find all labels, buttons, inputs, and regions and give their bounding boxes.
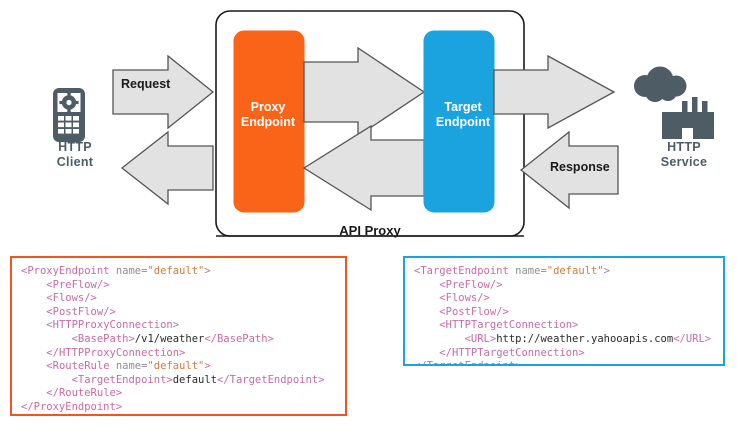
code-token-tag: <Flows/> xyxy=(46,292,97,305)
code-line: <TargetEndpoint name="default"> xyxy=(414,265,715,279)
target-endpoint-label: Target Endpoint xyxy=(425,100,501,130)
code-token-txt: default xyxy=(172,373,217,386)
proxy-to-target-arrow xyxy=(303,46,426,138)
http-service-label-line1: HTTP xyxy=(667,140,701,154)
proxy-endpoint-label-line2: Endpoint xyxy=(240,115,296,129)
code-token-txt xyxy=(21,306,46,318)
code-token-txt: http://weather.yahooapis.com xyxy=(496,332,674,345)
code-token-txt xyxy=(414,306,439,318)
code-token-attr: name= xyxy=(115,265,148,277)
factory-icon xyxy=(662,97,714,139)
code-token-tag: <TargetEndpoint> xyxy=(71,373,173,386)
code-token-txt xyxy=(21,292,46,304)
code-token-tag: <PostFlow/> xyxy=(46,305,116,318)
code-token-val: "default" xyxy=(147,360,205,373)
code-line: </TargetEndpoint> xyxy=(414,360,715,364)
code-line: <BasePath>/v1/weather</BasePath> xyxy=(21,333,337,347)
code-token-txt xyxy=(21,279,46,291)
code-token-txt xyxy=(414,279,439,291)
code-line: <RouteRule name="default"> xyxy=(21,360,337,374)
code-line: <PreFlow/> xyxy=(21,279,337,293)
code-token-tag: <RouteRule xyxy=(46,360,116,373)
code-token-tag: </TargetEndpoint> xyxy=(414,360,521,364)
code-line: <URL>http://weather.yahooapis.com</URL> xyxy=(414,333,715,347)
request-arrow xyxy=(112,54,215,130)
request-arrow-label: Request xyxy=(121,77,171,91)
target-to-proxy-arrow xyxy=(302,124,425,212)
code-token-tag: </ProxyEndpoint> xyxy=(21,400,123,413)
code-token-tag: <ProxyEndpoint xyxy=(21,265,116,277)
code-token-txt xyxy=(21,387,46,399)
code-token-txt xyxy=(414,347,439,359)
code-token-txt xyxy=(21,347,46,359)
code-token-txt xyxy=(21,360,46,372)
http-client-label-line1: HTTP xyxy=(58,140,92,154)
http-client-icon xyxy=(53,88,85,142)
code-line: <HTTPProxyConnection> xyxy=(21,319,337,333)
api-proxy-flow-svg xyxy=(53,10,714,237)
code-token-txt xyxy=(21,374,72,386)
proxy-endpoint-label-line1: Proxy xyxy=(250,100,286,114)
target-endpoint-xml-block: <TargetEndpoint name="default"> <PreFlow… xyxy=(403,256,725,366)
code-token-tag: <HTTPTargetConnection> xyxy=(439,319,579,332)
code-line: <Flows/> xyxy=(21,292,337,306)
code-token-txt xyxy=(414,333,465,345)
api-proxy-label: API Proxy xyxy=(339,223,401,238)
target-endpoint-label-line1: Target xyxy=(444,100,482,114)
target-endpoint-label-line2: Endpoint xyxy=(435,115,491,129)
code-line: <PostFlow/> xyxy=(414,306,715,320)
code-line: <ProxyEndpoint name="default"> xyxy=(21,265,337,279)
code-token-tag: </HTTPTargetConnection> xyxy=(439,346,585,359)
http-service-icon xyxy=(634,66,714,139)
code-token-txt xyxy=(414,319,439,331)
code-token-txt xyxy=(21,319,46,331)
code-token-tag: <Flows/> xyxy=(439,292,490,305)
code-line: <Flows/> xyxy=(414,292,715,306)
code-token-tag: </TargetEndpoint> xyxy=(217,373,325,386)
code-token-txt xyxy=(21,333,72,345)
response-arrow-left xyxy=(120,130,214,206)
code-token-val: "default" xyxy=(546,265,604,277)
code-token-tag: <TargetEndpoint xyxy=(414,265,516,277)
code-line: </HTTPTargetConnection> xyxy=(414,347,715,361)
code-line: <HTTPTargetConnection> xyxy=(414,319,715,333)
code-token-tag: <PostFlow/> xyxy=(439,305,509,318)
code-line: </HTTPProxyConnection> xyxy=(21,347,337,361)
code-line: </ProxyEndpoint> xyxy=(21,400,337,414)
code-token-tag: </RouteRule> xyxy=(46,387,123,400)
cloud-icon xyxy=(634,66,687,102)
code-line: <PostFlow/> xyxy=(21,306,337,320)
code-token-tag: > xyxy=(204,360,211,373)
http-client-label-line2: Client xyxy=(56,155,94,169)
target-to-service-arrow xyxy=(493,54,616,130)
proxy-endpoint-xml-block: <ProxyEndpoint name="default"> <PreFlow/… xyxy=(10,256,347,416)
code-token-tag: > xyxy=(603,265,610,277)
code-token-tag: </BasePath> xyxy=(204,332,274,345)
code-token-attr: name= xyxy=(515,265,547,277)
code-token-tag: </HTTPProxyConnection> xyxy=(46,346,186,359)
code-token-txt: /v1/weather xyxy=(134,332,205,345)
code-token-tag: </URL> xyxy=(673,332,712,345)
http-service-label-line2: Service xyxy=(660,155,708,169)
code-token-tag: > xyxy=(204,265,211,277)
http-service-label: HTTP Service xyxy=(645,140,723,170)
proxy-endpoint-label: Proxy Endpoint xyxy=(232,100,304,130)
code-token-attr: name= xyxy=(115,360,148,373)
code-line: </RouteRule> xyxy=(21,387,337,401)
service-to-target-arrow xyxy=(519,130,619,210)
code-token-tag: <PreFlow/> xyxy=(46,278,110,291)
code-token-tag: <PreFlow/> xyxy=(439,278,503,291)
code-token-val: "default" xyxy=(147,265,205,277)
code-token-tag: <BasePath> xyxy=(71,332,135,345)
response-arrow-label: Response xyxy=(550,160,610,174)
target-endpoint-box xyxy=(423,30,495,213)
code-line: <PreFlow/> xyxy=(414,279,715,293)
code-line: <TargetEndpoint>default</TargetEndpoint> xyxy=(21,374,337,388)
code-token-txt xyxy=(414,292,439,304)
code-token-tag: <URL> xyxy=(464,332,497,345)
http-client-label: HTTP Client xyxy=(40,140,110,170)
code-token-tag: <HTTPProxyConnection> xyxy=(46,319,180,332)
